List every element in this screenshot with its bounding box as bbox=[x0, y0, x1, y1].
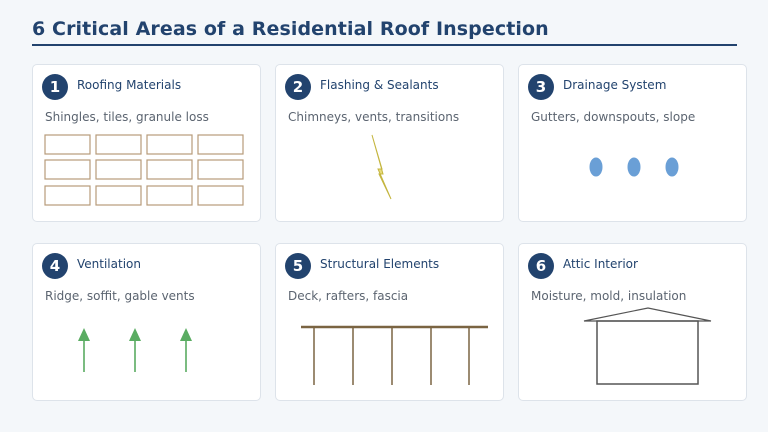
card-ventilation: 4 Ventilation Ridge, soffit, gable vents bbox=[32, 243, 261, 401]
card-structural-elements: 5 Structural Elements Deck, rafters, fas… bbox=[275, 243, 504, 401]
water-drops-icon bbox=[589, 157, 679, 177]
attic-house-icon bbox=[583, 307, 712, 385]
card-description: Ridge, soffit, gable vents bbox=[45, 289, 195, 303]
card-description: Gutters, downspouts, slope bbox=[531, 110, 696, 124]
shingle-grid-icon bbox=[44, 134, 244, 206]
card-description: Chimneys, vents, transitions bbox=[288, 110, 460, 124]
card-title: Flashing & Sealants bbox=[320, 78, 439, 92]
title-underline bbox=[32, 44, 737, 46]
card-roofing-materials: 1 Roofing Materials Shingles, tiles, gra… bbox=[32, 64, 261, 222]
card-title: Drainage System bbox=[563, 78, 667, 92]
card-attic-interior: 6 Attic Interior Moisture, mold, insulat… bbox=[518, 243, 747, 401]
card-number-badge: 1 bbox=[42, 74, 68, 100]
card-flashing-sealants: 2 Flashing & Sealants Chimneys, vents, t… bbox=[275, 64, 504, 222]
card-number-badge: 5 bbox=[285, 253, 311, 279]
card-number-badge: 2 bbox=[285, 74, 311, 100]
airflow-arrows-icon bbox=[78, 328, 192, 372]
card-description: Shingles, tiles, granule loss bbox=[45, 110, 209, 124]
page-title: 6 Critical Areas of a Residential Roof I… bbox=[32, 18, 549, 40]
rafters-icon bbox=[301, 325, 488, 385]
card-description: Deck, rafters, fascia bbox=[288, 289, 409, 303]
card-description: Moisture, mold, insulation bbox=[531, 289, 687, 303]
card-number-badge: 3 bbox=[528, 74, 554, 100]
card-drainage-system: 3 Drainage System Gutters, downspouts, s… bbox=[518, 64, 747, 222]
card-title: Roofing Materials bbox=[77, 78, 182, 92]
lightning-bolt-icon bbox=[371, 134, 392, 200]
card-title: Ventilation bbox=[77, 257, 141, 271]
card-title: Structural Elements bbox=[320, 257, 440, 271]
card-title: Attic Interior bbox=[563, 257, 638, 271]
card-number-badge: 4 bbox=[42, 253, 68, 279]
card-number-badge: 6 bbox=[528, 253, 554, 279]
